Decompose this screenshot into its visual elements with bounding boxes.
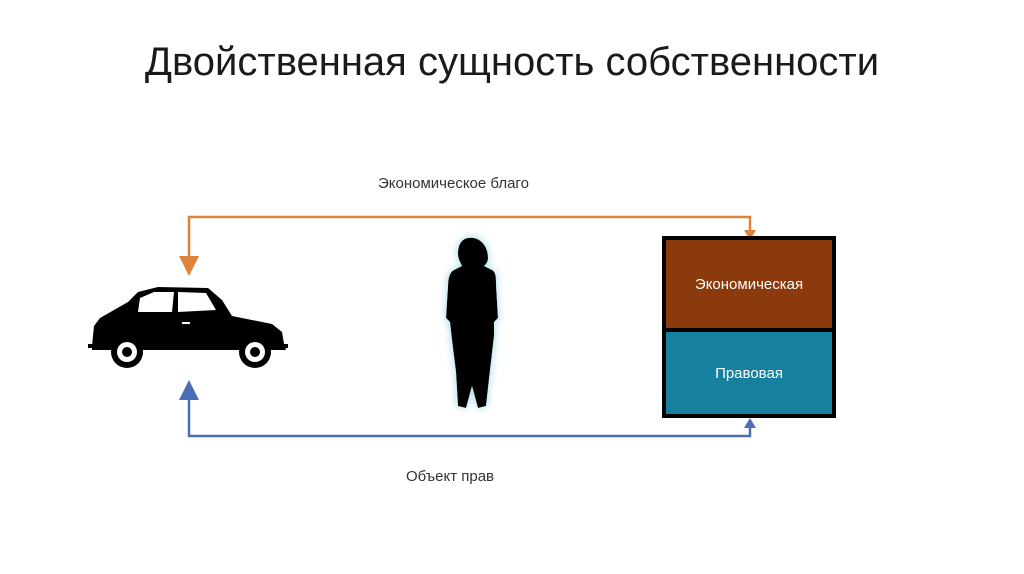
slide-title: Двойственная сущность собственности xyxy=(144,40,880,84)
economic-good-label: Экономическое благо xyxy=(378,175,529,192)
rights-object-arrow-box-head xyxy=(744,418,756,428)
car-icon xyxy=(88,287,288,368)
woman-silhouette-icon xyxy=(446,237,498,408)
legal-section-label: Правовая xyxy=(715,364,783,382)
rights-object-arrow xyxy=(179,380,752,438)
economic-good-arrow xyxy=(179,215,752,276)
property-nature-box: Экономическая Правовая xyxy=(662,236,836,418)
economic-good-arrow-box-head xyxy=(744,230,756,240)
economic-section-label: Экономическая xyxy=(694,275,804,293)
legal-section: Правовая xyxy=(666,332,832,414)
economic-section: Экономическая xyxy=(666,240,832,332)
rights-object-label: Объект прав xyxy=(406,468,495,485)
